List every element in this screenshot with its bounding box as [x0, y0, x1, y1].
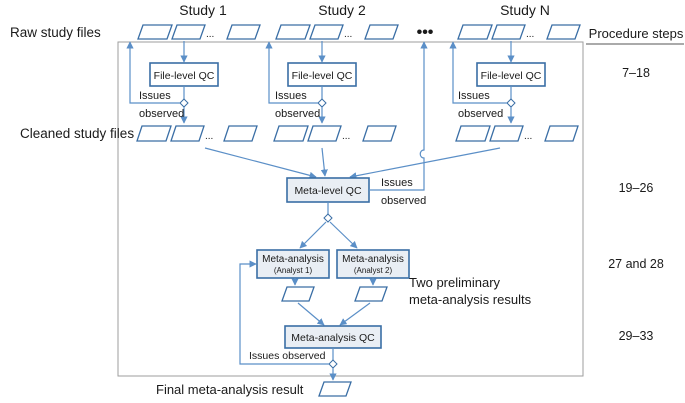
step-range-1: 7–18 — [622, 66, 650, 80]
decision-diamond — [506, 98, 516, 108]
issues-feedback-arrow — [449, 41, 507, 104]
issues-label: Issues — [458, 90, 490, 102]
file-ellipsis: ... — [205, 131, 213, 142]
file-icon — [544, 125, 579, 142]
arrow — [349, 147, 501, 180]
file-icon — [546, 24, 581, 40]
meta-analysis-box — [256, 249, 330, 279]
file-level-qc-study-n: File-level QC — [476, 62, 546, 87]
study-n-flow: Issues observed — [449, 41, 516, 124]
preliminary-result-2-icon — [354, 286, 388, 302]
meta-analysis-analyst-1: Meta-analysis (Analyst 1) — [256, 249, 330, 279]
arrow — [297, 302, 325, 326]
meta-analysis-qc: Meta-analysis QC — [284, 325, 382, 349]
cleaned-files-study-2: ... — [273, 125, 397, 142]
meta-level-qc: Meta-level QC — [286, 177, 370, 203]
meta-analysis-qc-label: Meta-analysis QC — [291, 332, 375, 344]
issues-observed-label: Issues observed — [249, 350, 326, 362]
decision-diamond — [179, 98, 189, 108]
issues-feedback-arrow — [369, 41, 428, 191]
meta-analysis-analyst-2: Meta-analysis (Analyst 2) — [336, 249, 410, 279]
file-level-qc-study-1: File-level QC — [149, 62, 219, 87]
file-icon — [364, 24, 399, 40]
file-icon — [309, 24, 344, 40]
meta-analysis-label: Meta-analysis — [342, 254, 404, 265]
file-icon — [223, 125, 258, 142]
study-2-label: Study 2 — [318, 2, 366, 18]
file-ellipsis: ... — [342, 131, 350, 142]
file-level-qc-label: File-level QC — [481, 70, 542, 82]
step-range-3: 27 and 28 — [608, 257, 664, 271]
observed-label: observed — [275, 108, 320, 120]
file-ellipsis: ... — [344, 29, 352, 40]
arrow — [320, 147, 328, 177]
observed-label: observed — [139, 108, 184, 120]
file-icon — [457, 24, 493, 40]
issues-feedback-arrow — [239, 260, 329, 365]
final-result-label: Final meta-analysis result — [156, 382, 304, 397]
issues-label: Issues — [381, 177, 413, 189]
study-1-label: Study 1 — [179, 2, 227, 18]
file-icon — [491, 24, 526, 40]
issues-feedback-arrow — [265, 41, 318, 104]
decision-diamond — [328, 359, 338, 369]
file-icon — [137, 24, 173, 40]
meta-analysis-label: Meta-analysis — [262, 254, 324, 265]
arrow — [329, 221, 358, 249]
procedure-steps-heading: Procedure steps — [589, 26, 684, 41]
file-level-qc-label: File-level QC — [292, 70, 353, 82]
final-result-icon — [318, 381, 352, 397]
two-preliminary-label-line2: meta-analysis results — [409, 292, 532, 307]
file-ellipsis: ... — [524, 131, 532, 142]
preliminary-result-1-icon — [281, 286, 315, 302]
two-preliminary-label-line1: Two preliminary — [409, 275, 501, 290]
file-icon — [226, 24, 261, 40]
cleaned-files-study-n: ... — [455, 125, 579, 142]
study-1-flow: Issues observed — [126, 41, 189, 124]
file-icon — [273, 125, 309, 142]
decision-diamond — [323, 213, 333, 223]
meta-level-qc-label: Meta-level QC — [294, 185, 362, 197]
file-icon — [307, 125, 342, 142]
decision-diamond — [317, 98, 327, 108]
study-2-flow: Issues observed — [265, 41, 327, 124]
file-level-qc-study-2: File-level QC — [287, 62, 357, 87]
file-ellipsis: ... — [206, 29, 214, 40]
analyst-2-label: (Analyst 2) — [354, 266, 393, 275]
more-studies-ellipsis: ••• — [417, 24, 434, 41]
file-icon — [489, 125, 524, 142]
raw-files-study-1: ... — [137, 24, 261, 40]
observed-label: observed — [381, 195, 426, 207]
cleaned-study-files-label: Cleaned study files — [20, 126, 134, 141]
raw-study-files-label: Raw study files — [10, 25, 101, 40]
arrow — [339, 302, 371, 326]
file-icon — [455, 125, 491, 142]
step-range-4: 29–33 — [619, 329, 654, 343]
raw-files-study-2: ... — [275, 24, 399, 40]
raw-files-study-n: ... — [457, 24, 581, 40]
study-n-label: Study N — [500, 2, 550, 18]
file-icon — [171, 24, 206, 40]
file-ellipsis: ... — [526, 29, 534, 40]
step-range-2: 19–26 — [619, 181, 654, 195]
file-icon — [275, 24, 311, 40]
observed-label: observed — [458, 108, 503, 120]
issues-label: Issues — [139, 90, 171, 102]
outer-frame — [117, 41, 584, 377]
arrow — [204, 147, 317, 179]
issues-label: Issues — [275, 90, 307, 102]
issues-feedback-arrow — [126, 41, 180, 104]
file-icon — [170, 125, 205, 142]
file-icon — [136, 125, 172, 142]
analyst-1-label: (Analyst 1) — [274, 266, 313, 275]
file-icon — [362, 125, 397, 142]
cleaned-files-study-1: ... — [136, 125, 258, 142]
arrow — [299, 221, 327, 249]
file-level-qc-label: File-level QC — [154, 70, 215, 82]
